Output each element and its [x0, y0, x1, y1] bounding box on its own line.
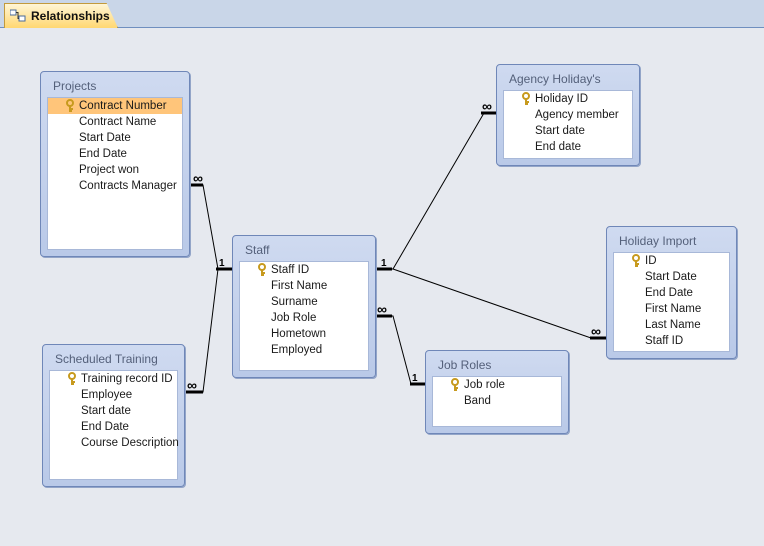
cardinality-many-holiday-import: ∞: [591, 323, 601, 339]
field-list[interactable]: Job role Band: [432, 376, 562, 427]
field-row-hometown[interactable]: Hometown: [271, 328, 326, 340]
field-row-staff-id[interactable]: Staff ID: [240, 262, 368, 278]
field-row-surname[interactable]: Surname: [271, 296, 318, 308]
table-title: Staff: [245, 243, 270, 257]
field-row-start-date[interactable]: Start Date: [645, 271, 697, 283]
field-row-end-date[interactable]: End Date: [645, 287, 693, 299]
field-row-start-date[interactable]: Start date: [81, 405, 131, 417]
relationship-line-training-staff: [183, 268, 219, 393]
table-title: Holiday Import: [619, 234, 697, 248]
table-scheduled-training[interactable]: Scheduled Training Training record ID Em…: [42, 344, 185, 487]
field-row-contract-name[interactable]: Contract Name: [79, 116, 157, 128]
field-row-course-description[interactable]: Course Description: [81, 437, 179, 449]
cardinality-one-staff-right: 1: [381, 258, 387, 269]
field-list[interactable]: Contract Number Contract Name Start Date…: [47, 97, 183, 250]
table-title: Job Roles: [438, 358, 492, 372]
field-row-first-name[interactable]: First Name: [645, 303, 702, 315]
field-list[interactable]: Training record ID Employee Start date E…: [49, 370, 179, 480]
cardinality-many-agency: ∞: [482, 98, 492, 114]
tab-label: Relationships: [31, 9, 110, 23]
table-title: Scheduled Training: [55, 352, 158, 366]
field-row-contract-number[interactable]: Contract Number: [48, 98, 182, 114]
table-title: Projects: [53, 79, 97, 93]
relationships-icon: [10, 9, 26, 22]
field-list[interactable]: Holiday ID Agency member Start date End …: [503, 90, 633, 159]
field-row-holiday-id[interactable]: Holiday ID: [504, 91, 632, 107]
primary-key-icon: [68, 372, 76, 385]
field-row-id[interactable]: ID: [614, 253, 729, 269]
relationship-line-staff-jobroles: [375, 315, 426, 385]
field-row-end-date[interactable]: End date: [535, 141, 582, 153]
field-row-job-role[interactable]: Job role: [433, 377, 561, 393]
cardinality-one-jobroles: 1: [412, 373, 418, 384]
field-row-contracts-manager[interactable]: Contracts Manager: [79, 180, 177, 192]
table-title: Agency Holiday's: [509, 72, 601, 86]
primary-key-icon: [66, 99, 74, 112]
field-row-end-date[interactable]: End Date: [79, 148, 127, 160]
field-row-end-date[interactable]: End Date: [81, 421, 129, 433]
cardinality-many-training: ∞: [187, 377, 197, 393]
primary-key-icon: [258, 263, 266, 276]
primary-key-icon: [451, 378, 459, 391]
field-list[interactable]: Staff ID First Name Surname Job Role Hom…: [239, 261, 369, 371]
cardinality-one-staff-left: 1: [219, 258, 225, 269]
field-row-employee[interactable]: Employee: [81, 389, 133, 401]
field-row-training-record-id[interactable]: Training record ID: [50, 371, 177, 387]
field-row-first-name[interactable]: First Name: [271, 280, 328, 292]
cardinality-many-projects: ∞: [193, 170, 203, 186]
primary-key-icon: [522, 92, 530, 105]
table-agency-holidays[interactable]: Agency Holiday's Holiday ID Agency membe…: [496, 64, 640, 166]
primary-key-icon: [632, 254, 640, 267]
field-row-agency-member[interactable]: Agency member: [535, 109, 619, 121]
table-projects[interactable]: Projects Contract Number Contract Name S…: [40, 71, 190, 257]
field-row-employed[interactable]: Employed: [271, 344, 323, 356]
table-staff[interactable]: Staff Staff ID First Name Surname Job Ro…: [232, 235, 376, 378]
relationships-tab[interactable]: Relationships: [4, 3, 118, 28]
field-row-start-date[interactable]: Start Date: [79, 132, 131, 144]
relationship-line-staff-holiday-import: [392, 268, 607, 339]
field-row-band[interactable]: Band: [464, 395, 491, 407]
field-row-job-role[interactable]: Job Role: [271, 312, 317, 324]
field-row-project-won[interactable]: Project won: [79, 164, 140, 176]
table-holiday-import[interactable]: Holiday Import ID Start Date End Date Fi…: [606, 226, 737, 359]
cardinality-many-staff-jobrole: ∞: [377, 301, 387, 317]
field-row-staff-id[interactable]: Staff ID: [645, 335, 684, 347]
table-job-roles[interactable]: Job Roles Job role Band: [425, 350, 569, 434]
field-list[interactable]: ID Start Date End Date First Name Last N…: [613, 252, 730, 352]
relationship-line-staff-agency: [375, 112, 497, 270]
document-tab-strip: Relationships: [0, 0, 764, 28]
relationship-line-projects-staff: [183, 184, 233, 270]
field-row-last-name[interactable]: Last Name: [645, 319, 701, 331]
field-row-start-date[interactable]: Start date: [535, 125, 585, 137]
